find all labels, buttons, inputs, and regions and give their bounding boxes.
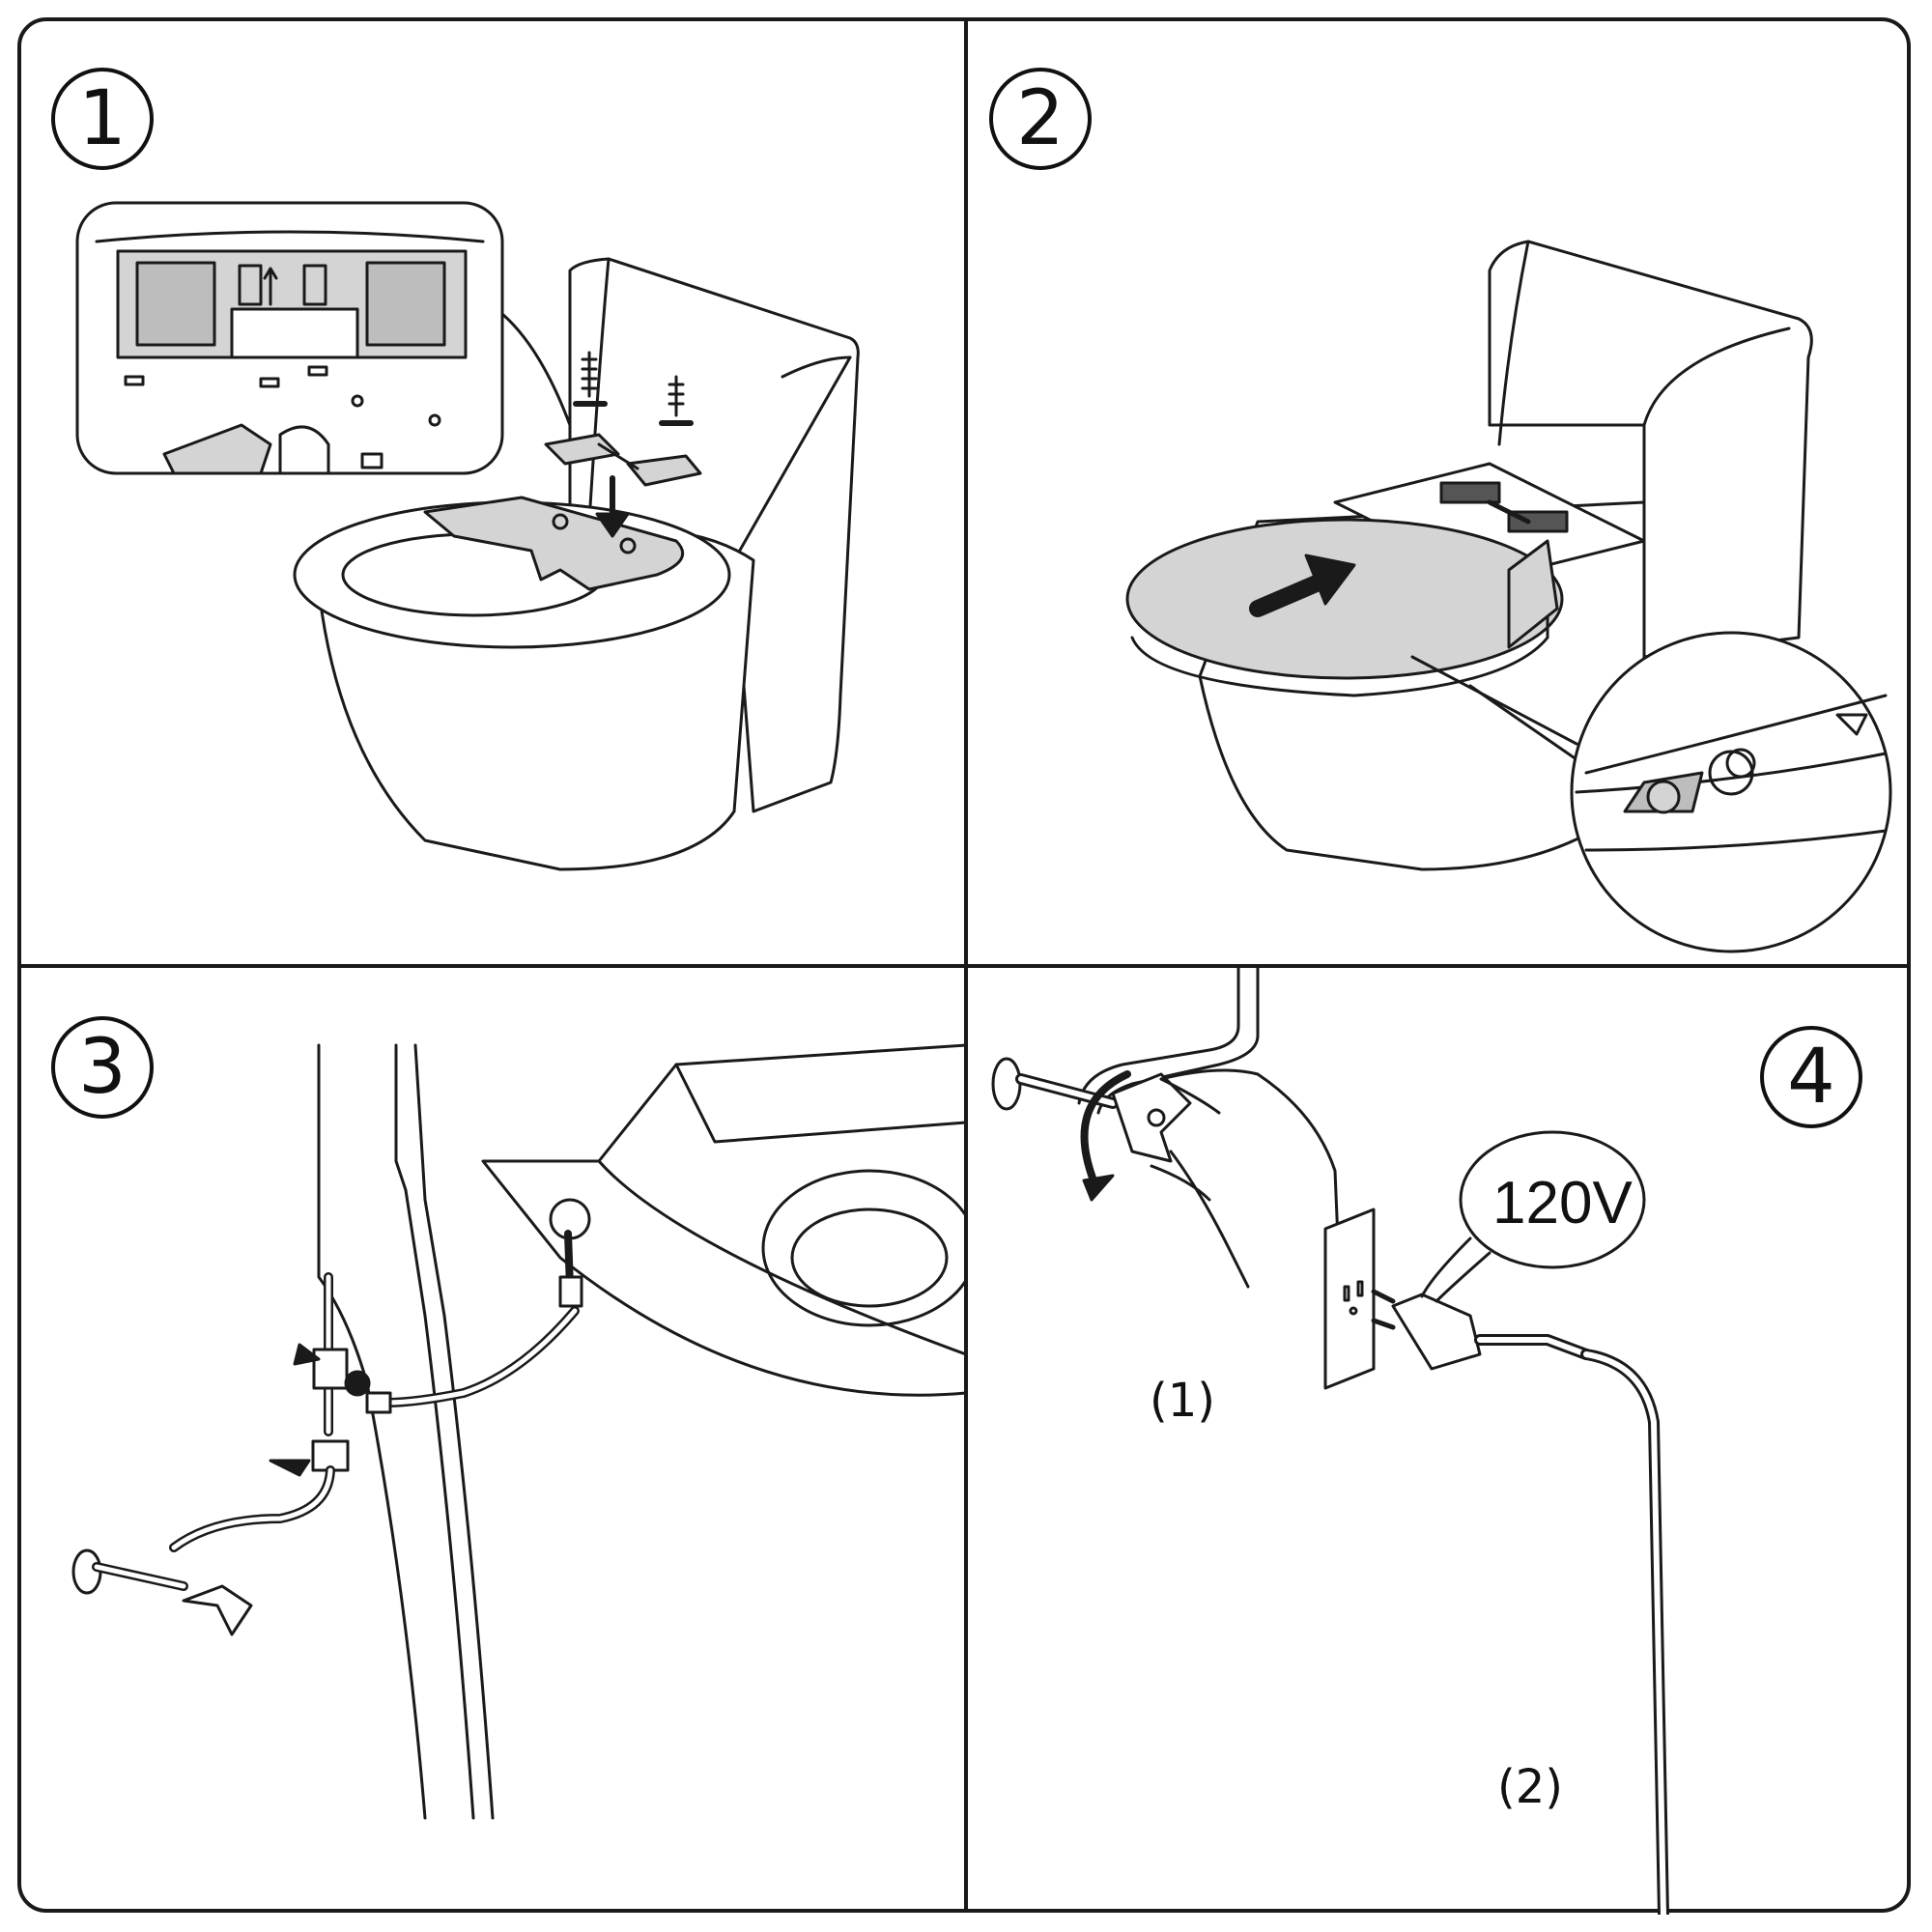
- step-4-badge: 4: [1760, 1026, 1862, 1128]
- sub-step-2-label: (2): [1497, 1760, 1563, 1814]
- sub-step-1-label: (1): [1150, 1374, 1215, 1428]
- voltage-label: 120V: [1492, 1170, 1633, 1236]
- step-2-illustration: [1125, 240, 1892, 953]
- horizontal-divider: [17, 964, 1911, 968]
- step-2-badge: 2: [989, 68, 1092, 170]
- step-1-badge: 1: [51, 68, 154, 170]
- step-4-illustration: [991, 968, 1669, 1915]
- panel-step-2: 2: [968, 19, 1915, 966]
- panel-step-4: 4 (1) (2) 120V: [968, 968, 1915, 1915]
- panel-step-1: 1: [19, 19, 966, 966]
- step-3-badge: 3: [51, 1016, 154, 1119]
- step-1-illustration: [75, 201, 860, 871]
- panel-step-3: 3: [19, 968, 966, 1915]
- step-3-illustration: [71, 1043, 966, 1820]
